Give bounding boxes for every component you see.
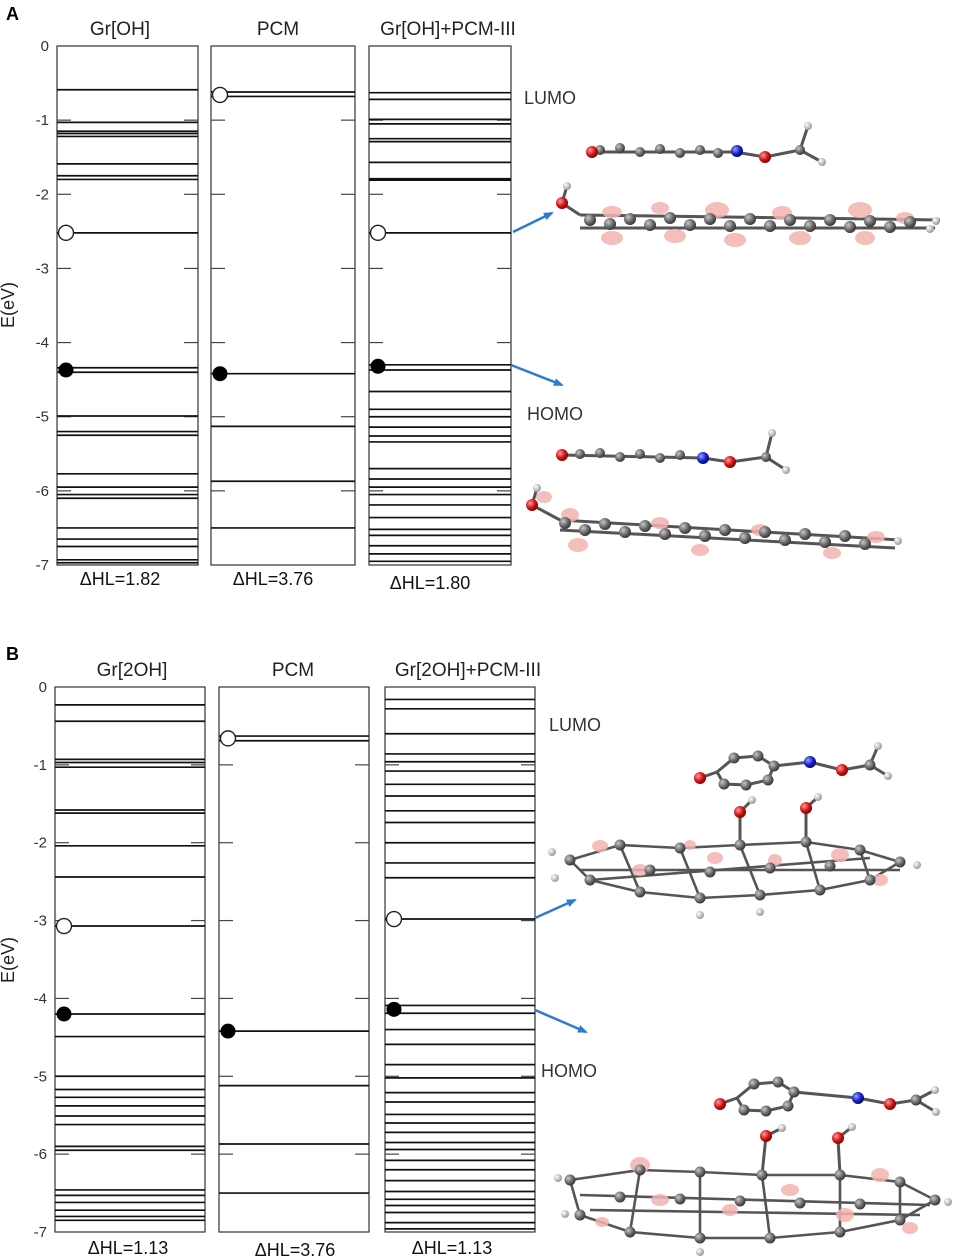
y-tick-label: -7	[36, 557, 49, 574]
homo-filled-circle	[212, 366, 228, 382]
y-tick-label: -3	[34, 913, 47, 930]
level-lines	[219, 735, 369, 1194]
y-tick-label: -3	[36, 260, 49, 277]
molecule-b-homo	[554, 1076, 952, 1256]
gap-label: ΔHL=1.82	[80, 569, 161, 589]
lumo-open-circle	[219, 730, 237, 747]
lumo-open-circle	[55, 917, 73, 935]
homo-filled-circle	[56, 1006, 72, 1022]
panel-a-column-gr-oh: Gr[OH] ΔHL=1.82	[56, 19, 199, 589]
lumo-open-circle	[57, 224, 75, 242]
panel-b-column-pcm: PCM ΔHL=3.76	[218, 660, 370, 1259]
level-lines	[385, 698, 535, 1230]
column-frame	[56, 45, 199, 566]
lumo-open-circle	[385, 910, 403, 928]
column-title: Gr[2OH]	[97, 660, 168, 681]
panel-a-tick-labels: 0 -1 -2 -3 -4 -5 -6 -7	[36, 38, 49, 574]
y-tick-label: 0	[39, 679, 47, 696]
gap-label: ΔHL=3.76	[255, 1240, 336, 1259]
homo-filled-circle	[370, 358, 386, 374]
y-tick-label: -7	[34, 1224, 47, 1241]
molecule-a-homo	[526, 429, 902, 559]
column-frame	[218, 686, 370, 1233]
lumo-open-circle	[369, 224, 387, 242]
y-tick-label: -6	[34, 1146, 47, 1163]
level-lines	[55, 704, 205, 1222]
level-lines	[369, 91, 511, 563]
gap-label: ΔHL=3.76	[233, 569, 314, 589]
level-lines	[211, 91, 355, 529]
y-tick-label: -5	[34, 1068, 47, 1085]
panel-b-ylabel: E(eV)	[0, 937, 18, 983]
column-title: Gr[OH]	[90, 19, 150, 40]
lumo-label: LUMO	[549, 715, 601, 735]
homo-filled-circle	[220, 1023, 236, 1039]
homo-label: HOMO	[541, 1061, 597, 1081]
column-title: PCM	[257, 19, 299, 40]
panel-b-column-gr-2oh: Gr[2OH] ΔHL=1.13	[54, 660, 206, 1258]
y-tick-label: -6	[36, 483, 49, 500]
molecule-b-lumo	[548, 742, 921, 919]
panel-a: A E(eV) 0-1-2-3-4-5-6-7 Gr[OH] ΔHL=1.82 …	[0, 4, 941, 593]
homo-label: HOMO	[527, 404, 583, 424]
panel-b: B E(eV) 0 -1 -2 -3 -4 -5 -6 -7 Gr[2OH] ΔHL=1.13…	[0, 644, 952, 1259]
gap-label: ΔHL=1.13	[88, 1238, 169, 1258]
y-tick-label: -1	[34, 757, 47, 774]
column-frame	[368, 45, 512, 566]
homo-filled-circle	[386, 1001, 402, 1017]
homo-arrow	[510, 363, 564, 387]
panel-a-column-pcm: PCM ΔHL=3.76	[210, 19, 356, 589]
y-tick-label: -1	[36, 112, 49, 129]
panel-b-tick-labels: 0 -1 -2 -3 -4 -5 -6 -7	[34, 679, 47, 1241]
lumo-arrow	[534, 898, 577, 920]
panel-a-column-gr-oh-pcm-iii: Gr[OH]+PCM-III ΔHL=1.80	[368, 19, 516, 593]
column-title: Gr[OH]+PCM-III	[380, 19, 516, 40]
panel-b-column-gr-2oh-pcm-iii: Gr[2OH]+PCM-III ΔHL=1.13	[384, 660, 541, 1258]
panel-a-letter: A	[6, 4, 19, 24]
level-lines	[57, 88, 198, 564]
panel-a-ylabel: E(eV)	[0, 282, 18, 328]
y-tick-label: -5	[36, 409, 49, 426]
lumo-label: LUMO	[524, 88, 576, 108]
homo-filled-circle	[58, 362, 74, 378]
molecule-a-lumo	[556, 122, 941, 247]
column-frame	[384, 686, 536, 1233]
y-tick-label: 0	[41, 38, 49, 55]
column-title: PCM	[272, 660, 314, 681]
column-frame	[54, 686, 206, 1233]
lumo-arrow	[512, 211, 554, 234]
y-tick-label: -4	[34, 990, 47, 1007]
lumo-open-circle	[211, 86, 229, 104]
gap-label: ΔHL=1.13	[412, 1238, 493, 1258]
panel-b-letter: B	[6, 644, 19, 664]
column-frame	[210, 45, 356, 566]
y-tick-label: -2	[34, 835, 47, 852]
y-tick-label: -4	[36, 335, 49, 352]
y-tick-label: -2	[36, 186, 49, 203]
gap-label: ΔHL=1.80	[390, 573, 471, 593]
column-title: Gr[2OH]+PCM-III	[395, 660, 541, 681]
homo-arrow	[534, 1008, 588, 1034]
